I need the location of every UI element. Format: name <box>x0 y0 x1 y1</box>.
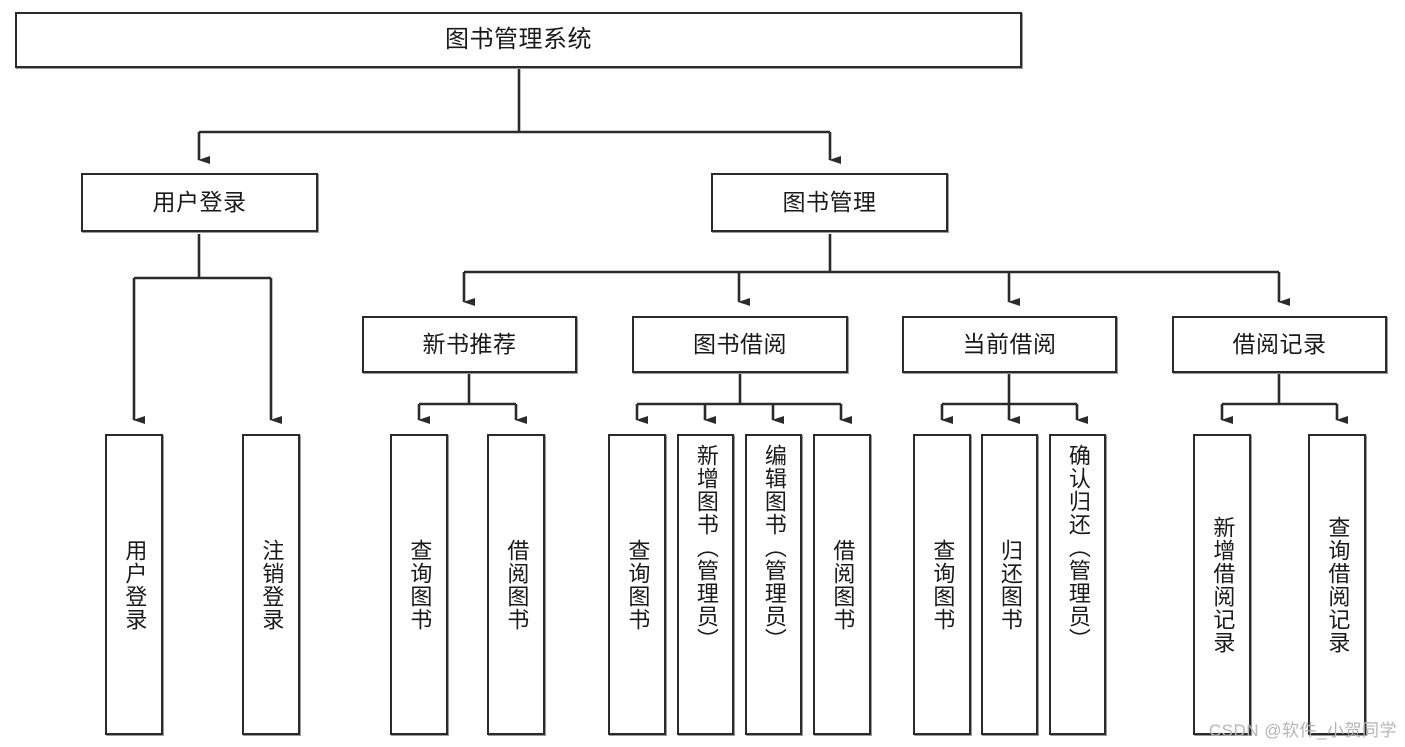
leaf-borrow-book[interactable]: 借阅图书 <box>813 434 871 735</box>
node-label: 查询图书 <box>625 538 651 631</box>
leaf-user-login[interactable]: 用户登录 <box>105 434 163 735</box>
node-label: 借阅图书 <box>504 538 530 631</box>
node-label: 确认归还（管理员） <box>1065 444 1091 651</box>
leaf-logout-login[interactable]: 注销登录 <box>242 434 300 735</box>
node-label: 新书推荐 <box>422 331 517 358</box>
leaf-borrow-book-recommend[interactable]: 借阅图书 <box>487 434 545 735</box>
leaf-confirm-return-admin[interactable]: 确认归还（管理员） <box>1049 434 1106 735</box>
node-label: 图书管理 <box>782 189 877 216</box>
node-current-borrow[interactable]: 当前借阅 <box>902 316 1117 373</box>
leaf-add-book-admin[interactable]: 新增图书（管理员） <box>677 434 734 735</box>
leaf-return-book[interactable]: 归还图书 <box>981 434 1038 735</box>
node-label: 新增借阅记录 <box>1210 515 1236 654</box>
leaf-query-borrow-record[interactable]: 查询借阅记录 <box>1308 434 1366 735</box>
node-user-login[interactable]: 用户登录 <box>81 173 318 232</box>
node-label: 注销登录 <box>259 538 285 631</box>
node-label: 借阅图书 <box>830 538 856 631</box>
node-label: 当前借阅 <box>962 331 1057 358</box>
node-label: 查询借阅记录 <box>1325 515 1351 654</box>
node-label: 用户登录 <box>152 189 247 216</box>
node-new-book-recommend[interactable]: 新书推荐 <box>362 316 577 373</box>
node-book-borrow[interactable]: 图书借阅 <box>632 316 848 373</box>
node-label: 归还图书 <box>997 538 1023 631</box>
leaf-edit-book-admin[interactable]: 编辑图书（管理员） <box>745 434 802 735</box>
node-label: 编辑图书（管理员） <box>761 444 787 651</box>
node-label: 查询图书 <box>407 538 433 631</box>
csdn-watermark: CSDN @软件_小贺同学 <box>1208 721 1397 740</box>
leaf-add-borrow-record[interactable]: 新增借阅记录 <box>1193 434 1251 735</box>
node-book-management[interactable]: 图书管理 <box>711 173 948 232</box>
node-label: 图书管理系统 <box>445 26 592 54</box>
leaf-query-book-borrow[interactable]: 查询图书 <box>608 434 666 735</box>
leaf-query-book-current[interactable]: 查询图书 <box>913 434 971 735</box>
node-label: 用户登录 <box>122 538 148 631</box>
node-label: 查询图书 <box>930 538 956 631</box>
node-label: 借阅记录 <box>1232 331 1327 358</box>
node-label: 新增图书（管理员） <box>693 444 719 651</box>
leaf-query-book-recommend[interactable]: 查询图书 <box>390 434 448 735</box>
node-root-book-management-system[interactable]: 图书管理系统 <box>15 12 1022 68</box>
node-borrow-record[interactable]: 借阅记录 <box>1172 316 1387 373</box>
node-label: 图书借阅 <box>693 331 787 358</box>
